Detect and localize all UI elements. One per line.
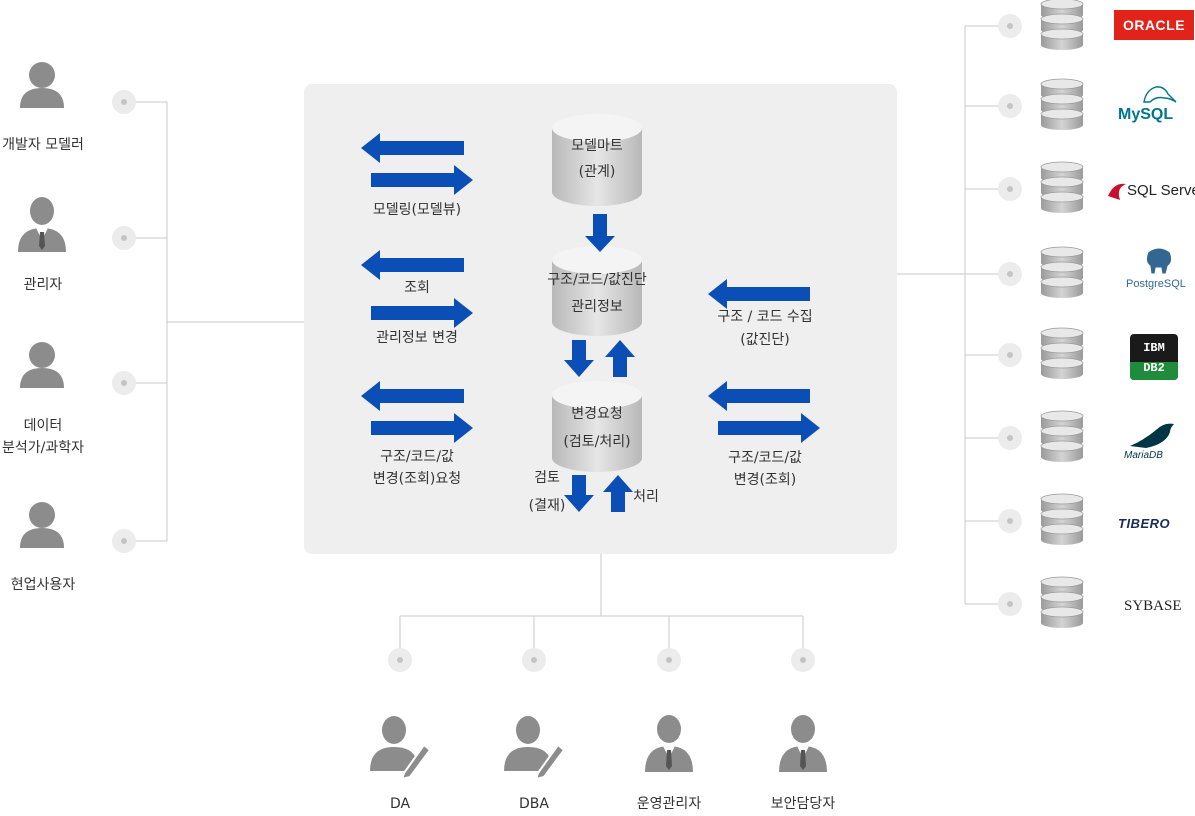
arrow-down-icon xyxy=(564,340,594,377)
cyl-mart-subtitle: (관계) xyxy=(578,164,616,180)
db-node xyxy=(998,343,1022,367)
arrow-up-icon xyxy=(603,475,633,512)
mysql-logo: MySQL xyxy=(1116,84,1194,128)
postgresql-text: PostgreSQL xyxy=(1126,278,1186,290)
arrow-left-icon xyxy=(361,250,464,280)
manager-icon xyxy=(645,715,693,772)
user-pen-icon xyxy=(370,716,432,781)
sqlserver-text: SQL Server xyxy=(1127,182,1195,199)
label-right-change-line1: 구조/코드/값 xyxy=(728,450,802,466)
label-process: 처리 xyxy=(633,489,659,505)
db-node xyxy=(998,509,1022,533)
db-node xyxy=(998,177,1022,201)
cyl-mgmt-title: 구조/코드/값진단 xyxy=(547,272,647,288)
mariadb-text: MariaDB xyxy=(1124,450,1163,461)
db-node xyxy=(998,426,1022,450)
user-label-data-scientist: 데이터 분석가/과학자 xyxy=(2,418,84,456)
user-pen-icon xyxy=(504,716,566,781)
label-mgmt-change: 관리정보 변경 xyxy=(376,330,458,346)
right-connectors xyxy=(897,25,1010,605)
arrow-right-icon xyxy=(371,413,473,443)
database-icon xyxy=(1040,410,1084,462)
database-icon xyxy=(1040,576,1084,628)
manager-icon xyxy=(18,197,66,252)
arrow-up-icon xyxy=(605,340,635,377)
seal-icon xyxy=(1130,423,1174,448)
db-node xyxy=(998,14,1022,38)
label-collect-line1: 구조 / 코드 수집 xyxy=(717,309,813,325)
cyl-mgmt-subtitle: 관리정보 xyxy=(571,299,623,315)
tibero-logo: TIBERO xyxy=(1118,516,1171,531)
database-icon xyxy=(1040,161,1084,213)
role-label-dba: DBA xyxy=(519,796,549,812)
elephant-icon xyxy=(1145,247,1173,275)
oracle-logo: ORACLE xyxy=(1114,10,1194,40)
cyl-change-title: 변경요청 xyxy=(571,406,623,422)
left-connectors xyxy=(124,101,304,542)
manager-icon xyxy=(779,715,827,772)
cyl-mart-title: 모델마트 xyxy=(571,138,623,154)
role-label-ops-manager: 운영관리자 xyxy=(636,796,702,812)
label-request-line1: 구조/코드/값 xyxy=(380,449,454,465)
management-info-cylinder xyxy=(552,246,642,336)
role-label-security: 보안담당자 xyxy=(770,796,836,812)
arrow-left-icon xyxy=(708,381,810,411)
user-icon xyxy=(20,62,64,108)
arrow-right-icon xyxy=(371,298,473,328)
label-right-change-line2: 변경(조회) xyxy=(733,472,797,488)
postgresql-logo: PostgreSQL xyxy=(1126,246,1194,294)
db2-logo: IBM DB2 xyxy=(1130,334,1178,380)
mariadb-logo: MariaDB xyxy=(1124,418,1178,464)
database-icon xyxy=(1040,327,1084,379)
mysql-text: MySQL xyxy=(1118,106,1174,123)
label-review: 검토 xyxy=(534,470,560,486)
user-label-business-user: 현업사용자 xyxy=(10,577,76,593)
arrow-left-icon xyxy=(361,381,464,411)
user-label-admin: 관리자 xyxy=(23,277,63,293)
database-icon xyxy=(1040,246,1084,298)
db-node xyxy=(998,262,1022,286)
model-mart-cylinder xyxy=(552,114,642,206)
database-icon xyxy=(1040,78,1084,130)
arrow-down-icon xyxy=(585,214,615,252)
user-label-developer: 개발자 모델러 xyxy=(2,137,84,153)
dolphin-icon xyxy=(1143,86,1177,103)
sybase-logo: SYBASE xyxy=(1124,598,1182,614)
db-node xyxy=(998,94,1022,118)
cyl-change-subtitle: (검토/처리) xyxy=(563,434,631,450)
label-modeling: 모델링(모델뷰) xyxy=(372,202,462,218)
database-icon xyxy=(1040,493,1084,545)
user-icon xyxy=(20,342,64,388)
database-stacks xyxy=(998,0,1084,628)
label-request-line2: 변경(조회)요청 xyxy=(372,471,462,487)
user-icon xyxy=(20,502,64,548)
arrow-down-icon xyxy=(564,475,594,512)
label-collect-line2: (값진단) xyxy=(740,332,790,348)
role-label-da: DA xyxy=(389,796,411,812)
arrow-right-icon xyxy=(371,165,473,195)
sqlserver-logo: SQL Server xyxy=(1106,178,1195,206)
bottom-nodes xyxy=(388,648,815,672)
arrow-right-icon xyxy=(718,413,820,443)
arrow-left-icon xyxy=(361,133,464,163)
change-request-cylinder xyxy=(552,381,642,472)
label-query: 조회 xyxy=(404,280,430,296)
database-icon xyxy=(1040,0,1084,50)
sqlserver-flag-icon xyxy=(1108,183,1126,200)
left-nodes xyxy=(112,90,136,553)
db2-text: IBM DB2 xyxy=(1143,341,1165,375)
db-node xyxy=(998,592,1022,616)
bottom-connectors xyxy=(399,554,804,660)
label-approval: (결재) xyxy=(528,498,566,514)
arrow-left-icon xyxy=(708,279,810,309)
